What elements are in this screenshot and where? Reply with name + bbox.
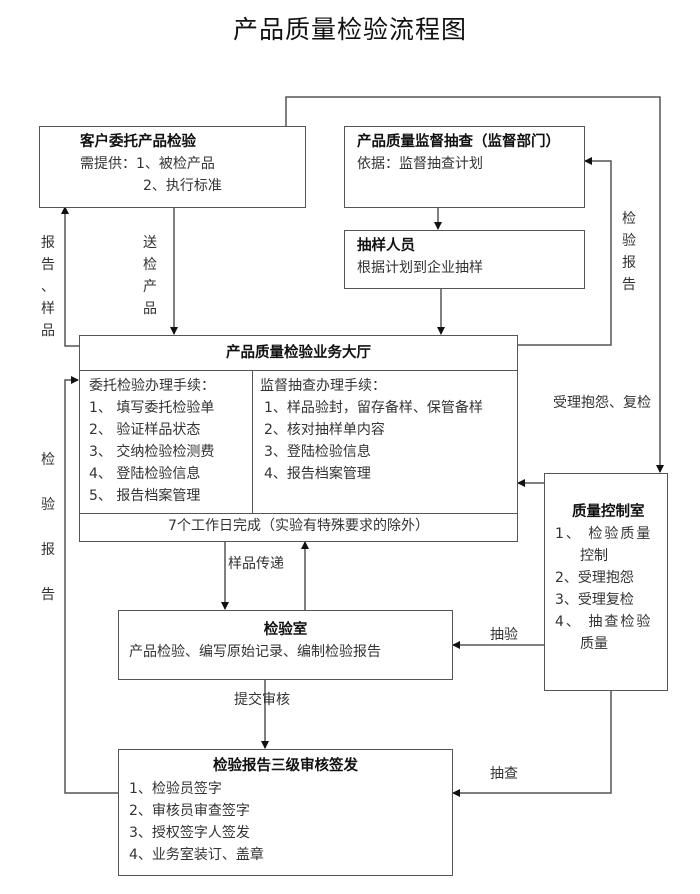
edge-label-spot-test: 抽验 bbox=[490, 627, 518, 643]
hall-left-item: 4、 登陆检验信息 bbox=[89, 466, 201, 482]
qc-item: 1、 检验质量 bbox=[555, 526, 653, 542]
node-title: 检验室 bbox=[263, 622, 308, 638]
hall-title: 产品质量检验业务大厅 bbox=[80, 336, 517, 371]
label-char: 送 bbox=[143, 235, 157, 251]
node-laboratory: 检验室 产品检验、编写原始记录、编制检验报告 bbox=[118, 610, 453, 680]
edge-label-spot-check: 抽查 bbox=[490, 766, 518, 782]
hall-right-column: 监督抽查办理手续： 1、样品验封，留存备样、保管备样 2、核对抽样单内容 3、登… bbox=[260, 375, 483, 485]
edge-label-sample-transfer: 样品传递 bbox=[228, 556, 284, 572]
hall-columns: 委托检验办理手续： 1、 填写委托检验单 2、 验证样品状态 3、 交纳检验检测… bbox=[80, 371, 517, 514]
node-title: 产品质量监督抽查（监督部门） bbox=[357, 134, 560, 150]
node-title: 质量控制室 bbox=[572, 504, 645, 520]
qc-item: 2、受理抱怨 bbox=[555, 570, 634, 586]
node-title: 抽样人员 bbox=[357, 238, 415, 254]
edge-hall-to-customer bbox=[61, 206, 79, 347]
report-item: 1、检验员签字 bbox=[129, 781, 222, 797]
hall-left-column: 委托检验办理手续： 1、 填写委托检验单 2、 验证样品状态 3、 交纳检验检测… bbox=[89, 375, 215, 507]
node-quality-control: 质量控制室 1、 检验质量 控制 2、受理抱怨 3、受理复检 4、 抽查检验 质… bbox=[544, 473, 668, 691]
hall-left-item: 2、 验证样品状态 bbox=[89, 422, 201, 438]
label-char: 检 bbox=[622, 211, 636, 227]
node-title: 检验报告三级审核签发 bbox=[213, 758, 358, 774]
edge-hall-to-supervision bbox=[517, 157, 612, 346]
report-item: 2、审核员审查签字 bbox=[129, 803, 250, 819]
label-char: 品 bbox=[41, 323, 55, 339]
label-char: 检 bbox=[143, 257, 157, 273]
label-char: 验 bbox=[622, 233, 636, 249]
label-char: 检 bbox=[41, 452, 55, 468]
label-char: 报 bbox=[622, 255, 636, 271]
node-line: 需提供：1、被检产品 bbox=[80, 156, 215, 172]
hall-left-item: 3、 交纳检验检测费 bbox=[89, 444, 215, 460]
report-item: 4、业务室装订、盖章 bbox=[129, 847, 264, 863]
label-char: 告 bbox=[622, 277, 636, 293]
label-char: 、 bbox=[41, 279, 55, 295]
edge-qc-to-report bbox=[452, 690, 612, 797]
label-char: 报 bbox=[41, 235, 55, 251]
hall-right-item: 2、核对抽样单内容 bbox=[264, 422, 385, 438]
node-sampling-staff: 抽样人员 根据计划到企业抽样 bbox=[344, 230, 585, 289]
edge-label-inspection-report-right: 检 验 报 告 bbox=[621, 208, 637, 296]
node-supervision-spot-check: 产品质量监督抽查（监督部门） 依据：监督抽查计划 bbox=[344, 126, 585, 208]
node-business-hall: 产品质量检验业务大厅 委托检验办理手续： 1、 填写委托检验单 2、 验证样品状… bbox=[79, 335, 518, 542]
hall-right-item: 1、样品验封，留存备样、保管备样 bbox=[264, 400, 483, 416]
hall-left-item: 5、 报告档案管理 bbox=[89, 488, 201, 504]
qc-item: 3、受理复检 bbox=[555, 592, 634, 608]
edge-label-submit-review: 提交审核 bbox=[234, 692, 290, 708]
node-title: 客户委托产品检验 bbox=[80, 134, 196, 150]
edge-label-inspection-report-left: 检 验 报 告 bbox=[40, 438, 56, 618]
edge-label-report-sample: 报 告 、 样 品 bbox=[40, 232, 56, 342]
edge-customer-to-qc bbox=[285, 96, 664, 473]
qc-item: 控制 bbox=[580, 548, 608, 564]
hall-footer: 7个工作日完成（实验有特殊要求的除外） bbox=[168, 518, 429, 534]
label-char: 告 bbox=[41, 257, 55, 273]
label-char: 品 bbox=[143, 301, 157, 317]
edge-label-complaint-recheck: 受理抱怨、复检 bbox=[553, 395, 651, 411]
label-char: 报 bbox=[41, 542, 55, 558]
diagram-title: 产品质量检验流程图 bbox=[232, 15, 467, 44]
hall-right-item: 3、登陆检验信息 bbox=[264, 444, 371, 460]
label-char: 告 bbox=[41, 587, 55, 603]
hall-right-heading: 监督抽查办理手续： bbox=[260, 378, 386, 394]
hall-left-heading: 委托检验办理手续： bbox=[89, 378, 215, 394]
label-char: 产 bbox=[143, 279, 157, 295]
report-item: 3、授权签字人签发 bbox=[129, 825, 250, 841]
label-char: 验 bbox=[41, 497, 55, 513]
node-line: 产品检验、编写原始记录、编制检验报告 bbox=[129, 644, 381, 660]
hall-right-item: 4、报告档案管理 bbox=[264, 466, 371, 482]
qc-item: 4、 抽查检验 bbox=[555, 614, 653, 630]
edge-report-to-hall bbox=[64, 376, 118, 794]
qc-item: 质量 bbox=[580, 636, 608, 652]
node-line: 依据：监督抽查计划 bbox=[357, 156, 483, 172]
node-customer-entrust: 客户委托产品检验 需提供：1、被检产品 2、执行标准 bbox=[39, 126, 306, 208]
hall-column-divider bbox=[252, 371, 253, 513]
hall-left-item: 1、 填写委托检验单 bbox=[89, 400, 215, 416]
edge-label-send-product: 送 检 产 品 bbox=[142, 232, 158, 320]
node-line: 根据计划到企业抽样 bbox=[357, 260, 483, 276]
node-report-three-level-review: 检验报告三级审核签发 1、检验员签字 2、审核员审查签字 3、授权签字人签发 4… bbox=[118, 749, 453, 876]
node-line: 2、执行标准 bbox=[143, 178, 222, 194]
label-char: 样 bbox=[41, 301, 55, 317]
